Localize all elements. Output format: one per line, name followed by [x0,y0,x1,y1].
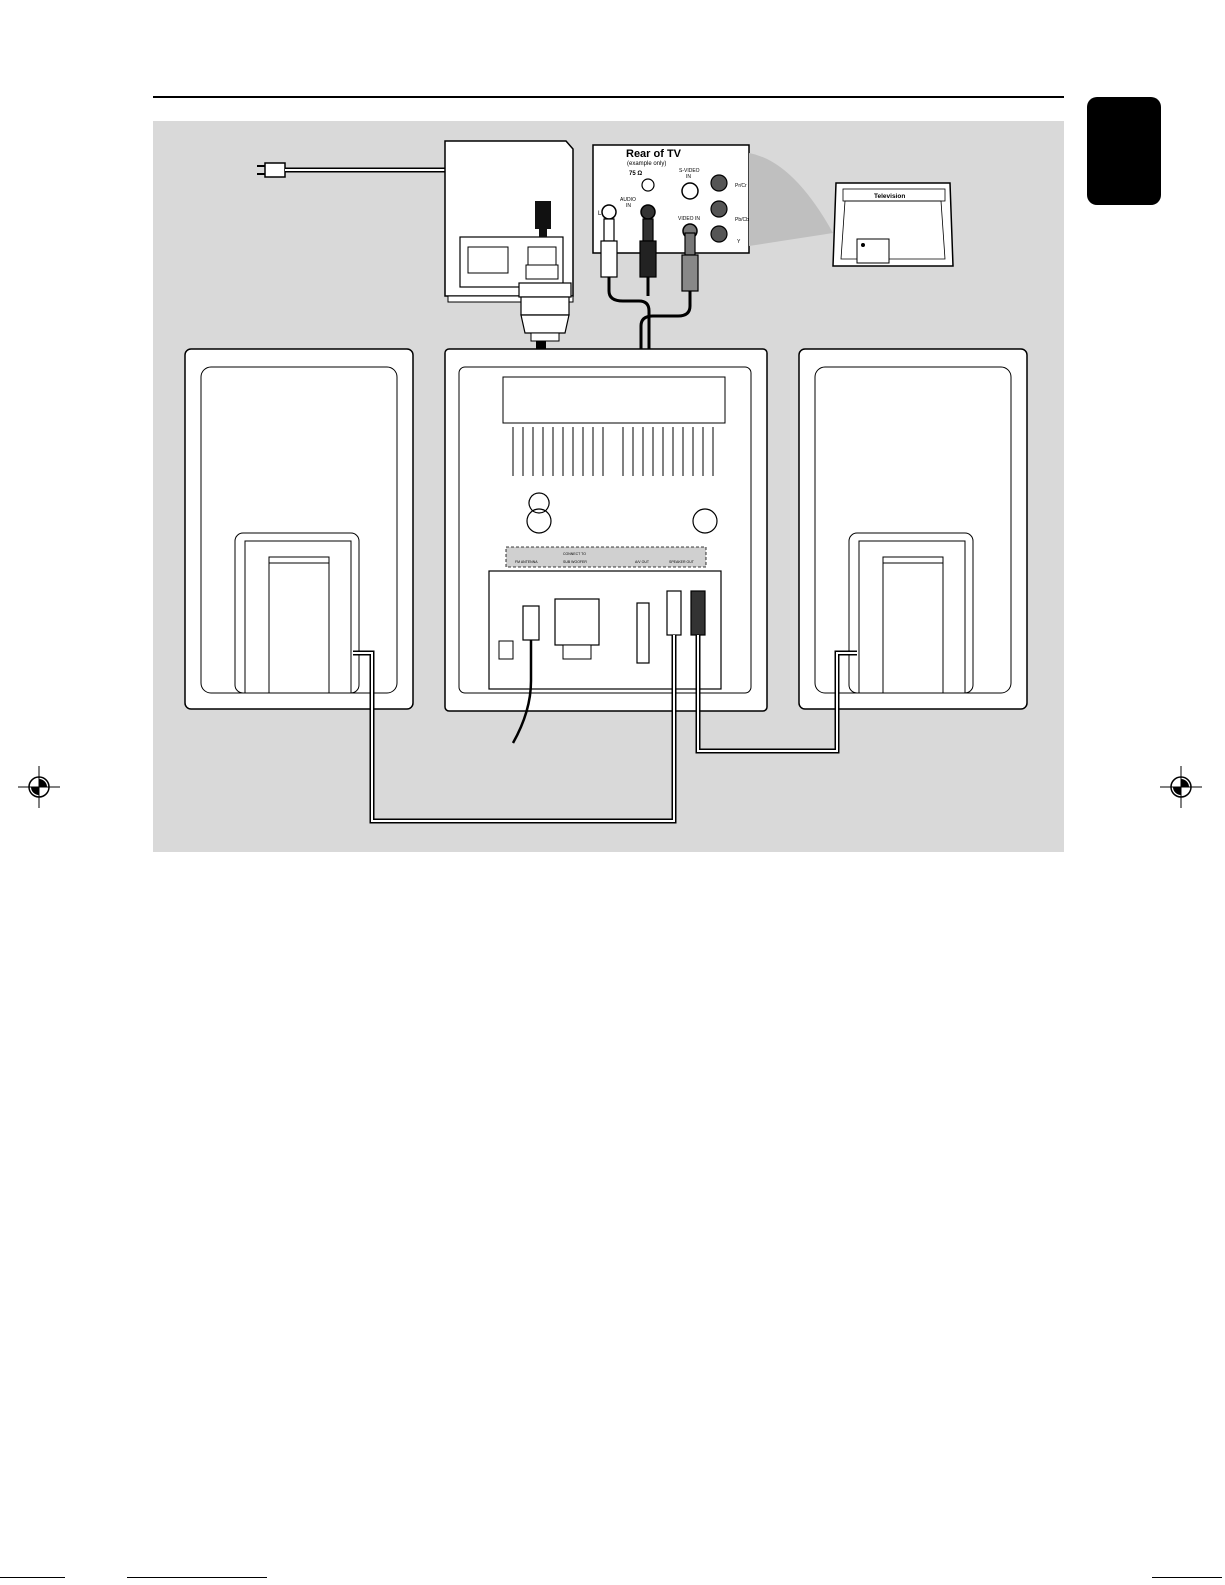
audio-l-jack-icon [602,205,616,219]
pr-label: Pr/Cr [735,183,747,189]
speaker-out-label: SPEAKER OUT [669,560,695,564]
bottom-rule [0,1577,65,1578]
audio-r-jack-icon [641,205,655,219]
pb-label: Pb/Cb [735,217,749,223]
antenna-label: 75 Ω [629,171,642,177]
tv-rear-panel: Rear of TV (example only) 75 Ω AUDIO IN … [593,145,749,253]
av-out-label: A/V OUT [635,560,650,564]
bottom-rule [1152,1577,1222,1578]
television-label: Television [874,193,905,200]
television-icon: Television [833,183,953,266]
pb-jack-icon [711,201,727,217]
antenna-jack-icon [642,179,654,191]
connect-to-label: CONNECT TO [563,552,586,556]
pr-jack-icon [711,175,727,191]
left-speaker [185,349,413,709]
video-in-label: VIDEO IN [678,216,700,222]
right-speaker [799,349,1027,709]
y-jack-icon [711,226,727,242]
registration-mark-left [18,766,60,808]
sub-woofer-label: SUB WOOFER [563,560,587,564]
main-unit: FM ANTENNA CONNECT TO SUB WOOFER A/V OUT… [445,349,767,743]
fm-antenna-label: FM ANTENNA [515,560,538,564]
subwoofer [445,141,573,302]
bottom-rule [127,1577,267,1578]
top-rule [153,96,1064,98]
audio-in-label-2: IN [626,203,631,209]
tv-rear-subtitle: (example only) [627,161,666,167]
svideo-in-label: IN [686,174,691,180]
svideo-jack-icon [682,183,698,199]
tv-rear-title: Rear of TV [626,148,682,160]
connection-diagram: Rear of TV (example only) 75 Ω AUDIO IN … [153,121,1064,852]
language-tab [1087,97,1161,205]
registration-mark-right [1160,766,1202,808]
